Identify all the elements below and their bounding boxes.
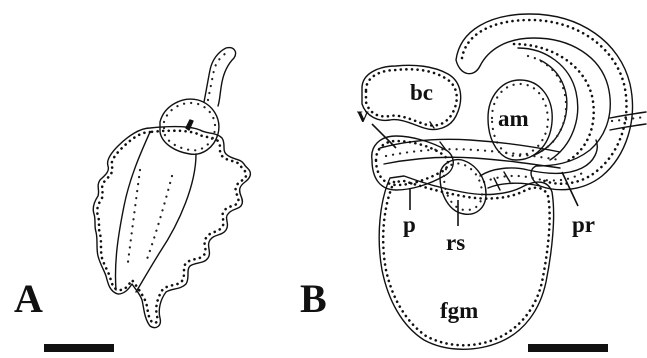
mantle-margin-line bbox=[115, 132, 150, 290]
panel-b-drawing: bc am v p rs pr fgm B bbox=[300, 14, 646, 352]
female-gland-mass-outline bbox=[379, 176, 553, 349]
label-p: p bbox=[403, 212, 416, 237]
panel-a-letter: A bbox=[14, 276, 43, 321]
right-duct-stipple bbox=[612, 117, 646, 121]
right-duct-outline bbox=[610, 112, 646, 130]
label-rs: rs bbox=[446, 230, 465, 255]
label-am: am bbox=[498, 106, 529, 131]
receptaculum-seminis-stipple bbox=[444, 164, 482, 211]
rhinophore-stipple bbox=[208, 52, 228, 100]
panel-b-letter: B bbox=[300, 276, 327, 321]
label-fgm: fgm bbox=[440, 298, 478, 323]
label-v: v bbox=[357, 102, 369, 127]
scale-bar-a bbox=[44, 344, 114, 352]
mantle-midline bbox=[136, 154, 196, 292]
label-pr: pr bbox=[572, 212, 595, 237]
label-bc: bc bbox=[410, 80, 433, 105]
rhinophore-outline bbox=[204, 48, 236, 106]
animal-body-outline bbox=[93, 127, 250, 328]
body-inner-stipple bbox=[128, 170, 172, 262]
junction-marks bbox=[430, 122, 510, 190]
lower-right-loop-outline bbox=[480, 140, 597, 188]
scale-bar-b bbox=[528, 344, 608, 352]
panel-a-drawing: A bbox=[14, 48, 250, 352]
inner-duct-loop-stipple bbox=[514, 44, 594, 162]
